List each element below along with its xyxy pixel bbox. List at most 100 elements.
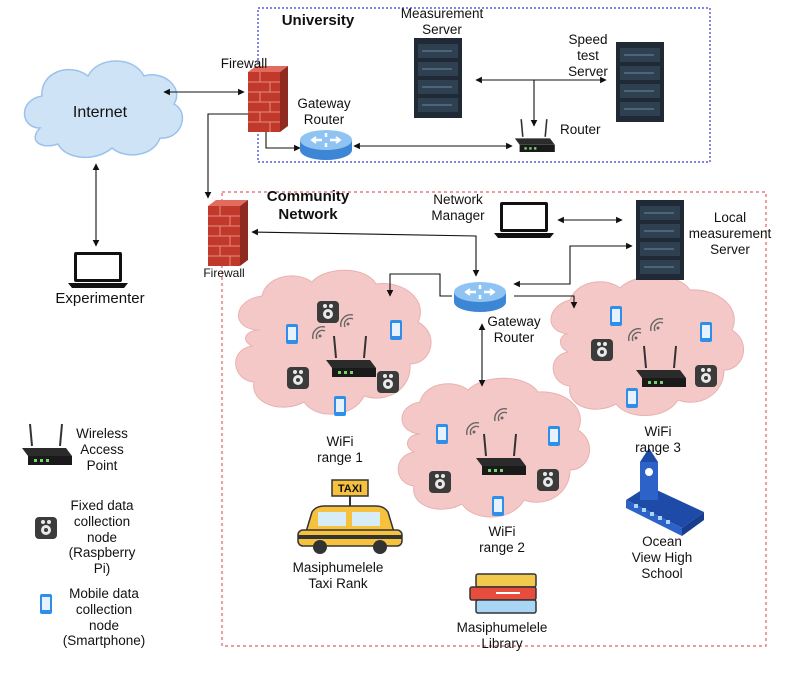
- smartphone-icon: [390, 320, 402, 340]
- legend-raspberry-pi-icon: [35, 517, 57, 539]
- label-line: Network: [433, 192, 483, 207]
- legend-smartphone-icon: [40, 594, 52, 614]
- legend-access-point-label: Wireless Access Point: [76, 426, 128, 473]
- raspberry-pi-icon: [317, 301, 339, 323]
- label-line: Server: [568, 63, 608, 79]
- label-line: Taxi Rank: [308, 575, 368, 591]
- legend-mobile-node-label: Mobile data collection node (Smartphone): [63, 586, 146, 649]
- internet-cloud: [23, 60, 184, 159]
- wifi-range-3-label: WiFi range 3: [635, 424, 681, 456]
- label-line: Library: [481, 635, 523, 651]
- speedtest-server-icon: [615, 41, 665, 123]
- label-line: Mobile data: [69, 586, 139, 601]
- school-icon: [626, 448, 704, 536]
- network-manager-label: Network Manager: [431, 192, 484, 224]
- wifi-cloud-1: [235, 269, 432, 415]
- local-server-label: Local measurement Server: [689, 210, 772, 257]
- legend-access-point-icon: [21, 423, 73, 466]
- raspberry-pi-icon: [695, 365, 717, 387]
- label-line: View High: [631, 549, 693, 565]
- label-line: collection: [75, 601, 133, 617]
- raspberry-pi-icon: [537, 469, 559, 491]
- smartphone-icon: [548, 426, 560, 446]
- university-boundary: [257, 7, 711, 163]
- measurement-server-icon: [413, 37, 463, 119]
- label-line: collection: [73, 513, 131, 529]
- smartphone-icon: [700, 322, 712, 342]
- label-line: Router: [303, 111, 345, 127]
- label-line: Manager: [431, 207, 485, 223]
- label-line: WiFi: [326, 434, 354, 449]
- label-line: Speed: [568, 32, 608, 47]
- internet-label: Internet: [72, 104, 128, 121]
- label-line: (Raspberry: [68, 545, 136, 561]
- taxi-icon: TAXI: [297, 479, 403, 554]
- community-boundary: [221, 191, 767, 647]
- label-line: WiFi: [488, 524, 516, 539]
- raspberry-pi-icon: [429, 471, 451, 493]
- label-line: range 1: [317, 449, 363, 465]
- label-line: Masiphumelele: [456, 620, 548, 635]
- wifi-range-2-label: WiFi range 2: [479, 524, 525, 556]
- gateway-router-community-label: Gateway Router: [487, 314, 540, 346]
- network-manager-laptop-icon: [494, 202, 554, 238]
- connections: [92, 76, 633, 387]
- local-measurement-server-icon: [635, 199, 685, 281]
- label-line: Wireless: [76, 426, 128, 441]
- label-line: range 3: [635, 439, 681, 455]
- smartphone-icon: [492, 496, 504, 516]
- label-line: Point: [86, 457, 118, 473]
- label-line: node: [88, 617, 120, 633]
- library-label: Masiphumelele Library: [457, 620, 548, 652]
- router-university-icon: [513, 118, 556, 153]
- raspberry-pi-icon: [377, 371, 399, 393]
- smartphone-icon: [626, 388, 638, 408]
- gateway-router-community-icon: [452, 280, 508, 314]
- taxi-sign-text: TAXI: [338, 483, 362, 495]
- label-line: Pi): [93, 561, 111, 577]
- experimenter-label: Experimenter: [55, 290, 145, 307]
- label-line: Local: [713, 210, 747, 225]
- label-line: Masiphumelele: [292, 560, 384, 575]
- university-title: University: [281, 12, 355, 29]
- smartphone-icon: [334, 396, 346, 416]
- smartphone-icon: [286, 324, 298, 344]
- wifi-range-1-label: WiFi range 1: [317, 434, 363, 466]
- label-line: Fixed data: [70, 498, 134, 513]
- firewall-bottom-label: Firewall: [203, 266, 245, 280]
- label-line: range 2: [479, 539, 525, 555]
- taxi-rank-label: Masiphumelele Taxi Rank: [293, 560, 384, 592]
- firewall-top-icon: [247, 65, 289, 133]
- label-line: Gateway: [297, 96, 351, 111]
- experimenter-laptop-icon: [68, 252, 128, 288]
- label-line: Measurement: [400, 6, 484, 21]
- label-line: test: [577, 47, 599, 63]
- gateway-router-university-label: Gateway Router: [297, 96, 350, 128]
- gateway-router-university-icon: [298, 128, 354, 162]
- label-line: Ocean: [642, 534, 682, 549]
- speedtest-server-label: Speed test Server: [568, 32, 608, 79]
- community-title-line: Community: [266, 188, 350, 205]
- raspberry-pi-icon: [591, 339, 613, 361]
- smartphone-icon: [610, 306, 622, 326]
- community-network-title: Community Network: [267, 188, 350, 223]
- firewall-bottom-icon: [207, 199, 249, 267]
- label-line: Router: [493, 329, 535, 345]
- label-line: measurement: [688, 225, 772, 241]
- label-line: WiFi: [644, 424, 672, 439]
- label-line: Access: [80, 441, 124, 457]
- label-line: Server: [422, 21, 462, 37]
- smartphone-icon: [436, 424, 448, 444]
- label-line: (Smartphone): [62, 633, 146, 649]
- wifi-cloud-3: [550, 275, 744, 416]
- label-line: School: [641, 565, 683, 581]
- label-line: Server: [710, 241, 750, 257]
- community-title-line: Network: [278, 205, 338, 223]
- raspberry-pi-icon: [287, 367, 309, 389]
- label-line: node: [86, 529, 118, 545]
- label-line: Gateway: [487, 314, 541, 329]
- firewall-top-label: Firewall: [220, 56, 268, 71]
- legend-fixed-node-label: Fixed data collection node (Raspberry Pi…: [69, 498, 136, 577]
